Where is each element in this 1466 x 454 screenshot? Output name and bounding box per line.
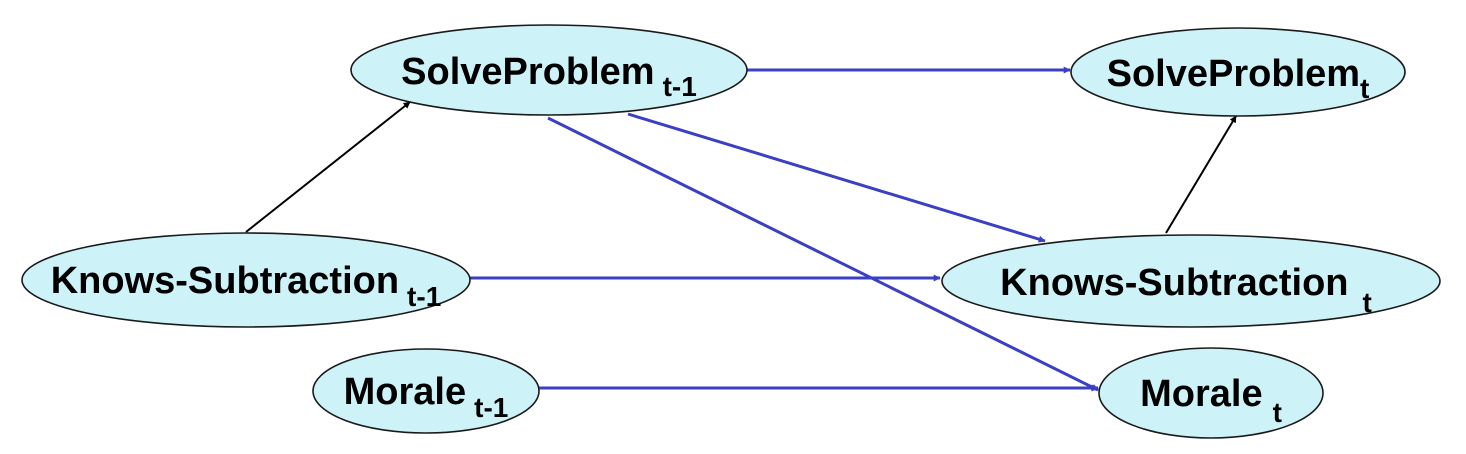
node-ellipse [1098,347,1324,439]
node-ellipse [21,232,471,328]
node-ellipse [941,234,1441,328]
node-ellipse [1070,27,1406,117]
edge-layer [245,66,1237,392]
node-label: SolveProblemt [1107,53,1370,104]
node-solveproblem-curr: SolveProblemt [1070,27,1406,117]
edge-knows-subtraction-prev-to-solveproblem-prev [245,101,411,233]
node-ellipse [350,24,748,116]
edge-knows-subtraction-curr-to-solveproblem-curr [1165,115,1237,234]
node-ellipse [312,348,540,434]
edge-solveproblem-prev-to-morale-curr [547,116,1099,392]
edge-solveproblem-prev-to-knows-subtraction-curr [627,112,1046,243]
